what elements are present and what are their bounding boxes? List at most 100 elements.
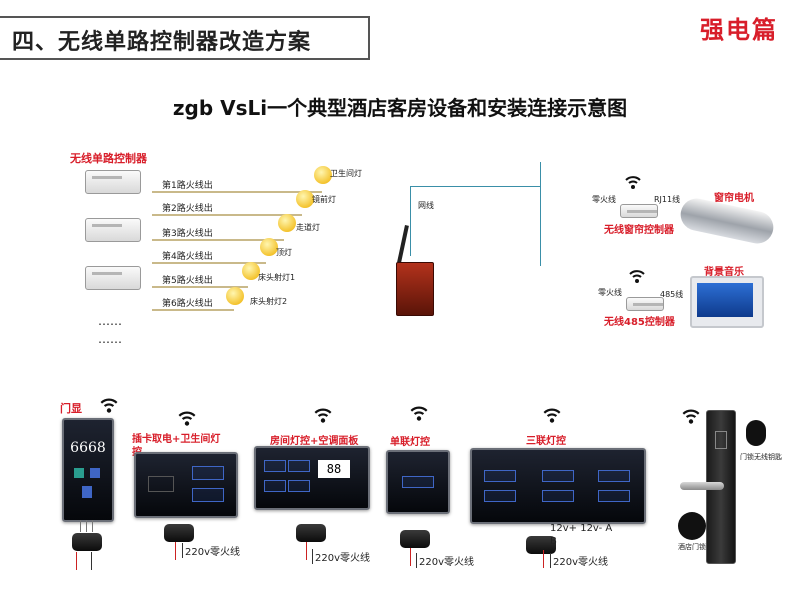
curtain-controller	[620, 204, 658, 218]
light-key	[484, 470, 516, 482]
wire-6	[152, 309, 234, 311]
single-switch-panel	[386, 450, 450, 514]
wifi-icon	[408, 402, 430, 424]
triple-wire-label-1b: B	[550, 536, 557, 547]
bulb-icon	[242, 262, 260, 280]
light-key	[264, 460, 286, 472]
status-indicator	[82, 486, 92, 498]
antenna-icon	[397, 224, 409, 264]
wire-5	[152, 286, 248, 288]
keypad	[715, 431, 727, 449]
connector-plug	[72, 533, 102, 551]
card-slot	[148, 476, 174, 492]
curtain-fire-label: 零火线	[592, 195, 616, 204]
music-panel	[690, 276, 764, 328]
network-cable-top	[410, 186, 540, 187]
wifi-icon	[312, 404, 334, 426]
header-box	[0, 16, 370, 60]
controller-heading: 无线单路控制器	[70, 152, 147, 165]
bulb-icon	[296, 190, 314, 208]
line-label-1: 第1路火线出	[162, 181, 213, 191]
bulb-icon	[260, 238, 278, 256]
controller-module-3	[85, 266, 141, 290]
connector-plug	[164, 524, 194, 542]
light-key	[542, 470, 574, 482]
wifi-icon	[541, 404, 563, 426]
room-control-panel: 88	[254, 446, 370, 510]
room-number: 6668	[70, 440, 106, 456]
music-screen	[697, 283, 753, 317]
light-key	[542, 490, 574, 502]
light-key	[288, 480, 310, 492]
room-control-label: 房间灯控+空调面板	[270, 436, 359, 447]
room-wire-label: 220v零火线	[312, 549, 370, 564]
curtain-controller-label: 无线窗帘控制器	[604, 225, 674, 236]
network-cable-left	[410, 186, 411, 256]
wire-red	[76, 552, 77, 570]
status-indicator	[90, 468, 100, 478]
bulb-icon	[314, 166, 332, 184]
lock-handle[interactable]	[680, 482, 724, 490]
wifi-icon	[176, 407, 198, 429]
key-fob	[746, 420, 766, 446]
gateway-router	[396, 262, 434, 316]
light-label-1: 卫生间灯	[330, 169, 362, 178]
music-bus-label: 485线	[660, 290, 684, 299]
curtain-rj11-label: RJ11线	[654, 195, 681, 204]
single-switch-label: 单联灯控	[390, 437, 430, 448]
connector-plug	[400, 530, 430, 548]
ellipsis-2: ……	[98, 332, 122, 346]
wire-2	[152, 214, 302, 216]
card-switch-label: 插卡取电+卫生间灯	[132, 434, 221, 445]
light-key	[264, 480, 286, 492]
light-key	[402, 476, 434, 488]
light-key	[192, 488, 224, 502]
bulb-icon	[226, 287, 244, 305]
triple-wire-label-1: 12v+ 12v- A	[550, 523, 613, 534]
line-label-6: 第6路火线出	[162, 299, 213, 309]
page-title: 四、无线单路控制器改造方案	[12, 30, 312, 55]
line-label-3: 第3路火线出	[162, 229, 213, 239]
connector-plug	[296, 524, 326, 542]
music-fire-label: 零火线	[598, 288, 622, 297]
wifi-icon	[680, 405, 702, 427]
single-wire-label: 220v零火线	[416, 553, 474, 568]
key-fob-label: 门锁无线钥匙	[740, 453, 782, 461]
card-wire-label: 220v零火线	[182, 543, 240, 558]
doorplate-panel: 6668	[62, 418, 114, 522]
triple-switch-label: 三联灯控	[526, 436, 566, 447]
line-label-5: 第5路火线出	[162, 276, 213, 286]
light-label-6: 床头射灯2	[250, 297, 288, 306]
light-key	[598, 490, 630, 502]
triple-wire-label-2: 220v零火线	[550, 553, 608, 568]
controller-module-1	[85, 170, 141, 194]
wire-3	[152, 239, 284, 241]
light-key	[288, 460, 310, 472]
wire-red	[175, 542, 176, 560]
diagram-title: zgb VsLi一个典型酒店客房设备和安装连接示意图	[172, 96, 628, 120]
music-controller	[626, 297, 664, 311]
wire-red	[306, 542, 307, 560]
wifi-icon	[98, 394, 120, 416]
lock-label: 酒店门锁	[678, 543, 706, 551]
wire-1	[152, 191, 322, 193]
light-key	[484, 490, 516, 502]
triple-switch-panel	[470, 448, 646, 524]
ellipsis-1: ……	[98, 314, 122, 328]
light-label-5: 床头射灯1	[258, 273, 296, 282]
line-label-2: 第2路火线出	[162, 204, 213, 214]
wifi-icon	[624, 172, 642, 192]
card-switch-panel	[134, 452, 238, 518]
wifi-icon	[628, 266, 646, 286]
network-label: 网线	[418, 201, 434, 210]
category-badge: 强电篇	[700, 16, 778, 44]
curtain-motor-label: 窗帘电机	[714, 193, 754, 204]
light-label-2: 镜前灯	[312, 195, 336, 204]
light-key	[598, 470, 630, 482]
light-label-3: 走道灯	[296, 223, 320, 232]
connector-plug	[526, 536, 556, 554]
music-label: 背景音乐	[704, 267, 744, 278]
light-key	[192, 466, 224, 480]
wire-red	[410, 548, 411, 566]
bulb-icon	[278, 214, 296, 232]
